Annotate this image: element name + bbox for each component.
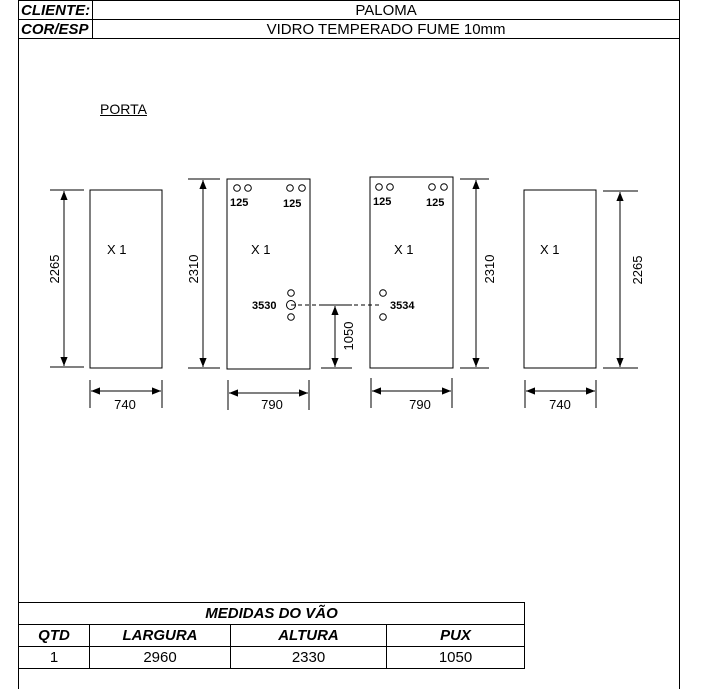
panel-2-handle-label: 3530 — [252, 300, 276, 312]
panel-3-hole-top-right-a — [428, 183, 436, 191]
panel-2-hole-right-dim: 125 — [283, 198, 301, 210]
cell-largura: 2960 — [89, 646, 231, 669]
handle-height-label: 1050 — [341, 322, 356, 351]
panel-3-hole-top-left-a — [375, 183, 383, 191]
panel-4-qty: X 1 — [540, 242, 560, 257]
panel-3-handle-label: 3534 — [390, 300, 415, 312]
panel-2-handle-hole-middle — [286, 300, 296, 310]
summary-title: MEDIDAS DO VÃO — [18, 602, 525, 625]
panel-1-qty: X 1 — [107, 242, 127, 257]
panel-3-height-label: 2310 — [482, 255, 497, 284]
header-largura: LARGURA — [89, 624, 231, 647]
panel-3-qty: X 1 — [394, 242, 414, 257]
panel-3-hole-top-right-b — [440, 183, 448, 191]
panel-1: X 1 2265 740 — [47, 189, 163, 412]
panel-2-hole-top-right-a — [286, 184, 294, 192]
panel-4-width-label: 740 — [549, 397, 571, 412]
cor-label: COR/ESP — [17, 19, 94, 39]
panel-2-width-label: 790 — [261, 397, 283, 412]
opening-measurements-table: MEDIDAS DO VÃO QTD LARGURA ALTURA PUX 1 … — [18, 602, 525, 669]
header-altura: ALTURA — [230, 624, 387, 647]
panel-1-width-label: 740 — [114, 397, 136, 412]
panel-3-handle-hole-top — [379, 289, 387, 297]
section-title: PORTA — [100, 101, 147, 117]
panel-2-hole-top-right-b — [298, 184, 306, 192]
panel-2-handle-hole-bottom — [287, 313, 295, 321]
summary-data-row: 1 2960 2330 1050 — [18, 646, 525, 669]
frame-right-border — [679, 38, 680, 689]
panel-2-hole-top-left-a — [233, 184, 241, 192]
panel-1-glass — [89, 189, 163, 369]
panel-2-hole-top-left-b — [244, 184, 252, 192]
panel-2-handle-hole-top — [287, 289, 295, 297]
panel-3-hole-top-left-b — [386, 183, 394, 191]
panel-1-height-label: 2265 — [47, 255, 62, 284]
panel-3-width-label: 790 — [409, 397, 431, 412]
panel-3-hole-right-dim: 125 — [426, 197, 444, 209]
panel-4: X 1 2265 740 — [523, 189, 645, 412]
header-table: CLIENTE: PALOMA COR/ESP VIDRO TEMPERADO … — [17, 0, 680, 39]
panel-2-height-label: 2310 — [186, 255, 201, 284]
panel-2: 125 125 X 1 3530 2310 790 — [186, 178, 311, 412]
panel-4-glass — [523, 189, 597, 369]
panel-3-hole-left-dim: 125 — [373, 196, 391, 208]
cell-altura: 2330 — [230, 646, 387, 669]
frame-left-border — [18, 38, 19, 689]
handle-assembly: 1050 — [291, 304, 381, 369]
summary-title-row: MEDIDAS DO VÃO — [18, 602, 525, 625]
panel-3: 125 125 X 1 3534 2310 790 — [369, 176, 497, 412]
cor-row: COR/ESP VIDRO TEMPERADO FUME 10mm — [17, 19, 680, 39]
header-pux: PUX — [386, 624, 525, 647]
header-qtd: QTD — [18, 624, 90, 647]
panel-2-hole-left-dim: 125 — [230, 197, 248, 209]
cell-qtd: 1 — [18, 646, 90, 669]
panel-2-glass — [226, 178, 311, 370]
cor-value: VIDRO TEMPERADO FUME 10mm — [92, 19, 680, 39]
panel-3-glass — [369, 176, 454, 369]
summary-header-row: QTD LARGURA ALTURA PUX — [18, 624, 525, 647]
panel-4-height-label: 2265 — [630, 256, 645, 285]
panel-2-qty: X 1 — [251, 242, 271, 257]
panel-3-handle-hole-bottom — [379, 313, 387, 321]
cell-pux: 1050 — [386, 646, 525, 669]
